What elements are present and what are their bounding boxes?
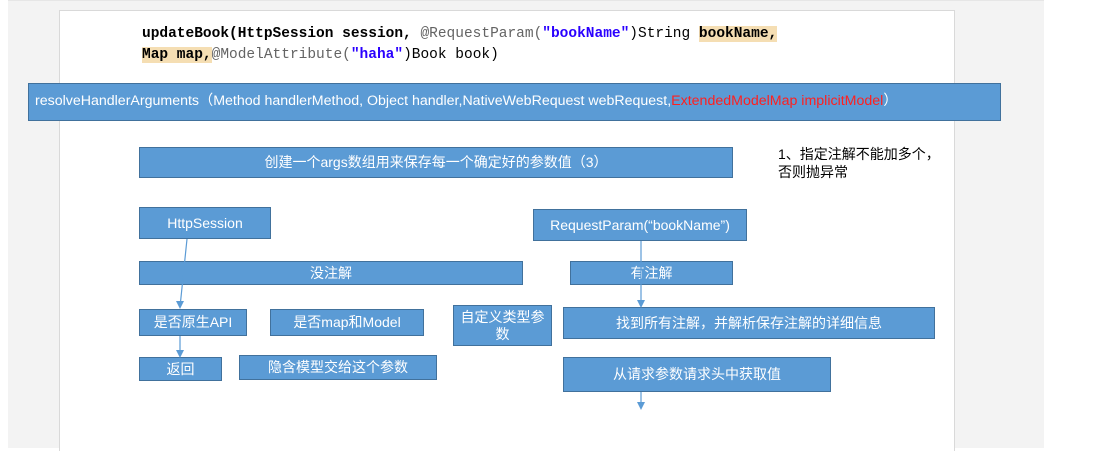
no-annotation-box: 没注解 [139, 261, 523, 285]
http-session-box: HttpSession [139, 207, 271, 239]
custom-type-box: 自定义类型参数 [453, 305, 552, 346]
map-model-check-box: 是否map和Model [270, 309, 424, 336]
arrowhead-session-to-native [176, 301, 184, 309]
code-line-1: updateBook(HttpSession session, @Request… [142, 26, 778, 42]
arrowhead-getvalue-down [637, 402, 645, 410]
code-method-signature: updateBook(HttpSession session, [142, 26, 421, 42]
code-param-map: Map map, [142, 47, 212, 63]
get-value-box: 从请求参数请求头中获取值 [563, 357, 831, 392]
implicit-model-box: 隐含模型交给这个参数 [239, 355, 437, 380]
arrowhead-param-to-find [637, 300, 645, 308]
code-line-2: Map map,@ModelAttribute("haha")Book book… [142, 47, 499, 63]
code-annotation-requestparam: @RequestParam( [420, 26, 543, 42]
connector-session-to-native [179, 238, 188, 308]
resolve-text: resolveHandlerArguments（Method handlerMe… [35, 93, 672, 110]
code-string-haha: "haha" [350, 47, 404, 63]
request-param-box: RequestParam(“bookName”) [533, 209, 747, 241]
annotation-note: 1、指定注解不能加多个， 否则抛异常 [778, 145, 988, 181]
code-string-bookname: "bookName" [542, 26, 630, 42]
code-annotation-modelattribute: @ModelAttribute( [211, 47, 351, 63]
note-line-2: 否则抛异常 [778, 164, 848, 180]
resolve-implicit-model: ExtendedModelMap implicitModel [671, 93, 884, 110]
arrowhead-native-to-return [176, 350, 184, 358]
code-param-book: )Book book) [403, 47, 499, 63]
code-type-string: )String [629, 26, 699, 42]
resolve-suffix: ） [883, 93, 898, 110]
find-annotations-box: 找到所有注解，并解析保存注解的详细信息 [563, 307, 935, 339]
note-line-1: 1、指定注解不能加多个， [778, 146, 940, 162]
args-array-box: 创建一个args数组用来保存每一个确定好的参数值（3） [139, 147, 733, 178]
top-divider [8, 0, 1044, 1]
native-api-check-box: 是否原生API [139, 309, 247, 336]
code-param-bookname: bookName, [698, 26, 778, 42]
resolve-handler-arguments-box: resolveHandlerArguments（Method handlerMe… [28, 83, 1001, 121]
return-box: 返回 [139, 357, 222, 381]
